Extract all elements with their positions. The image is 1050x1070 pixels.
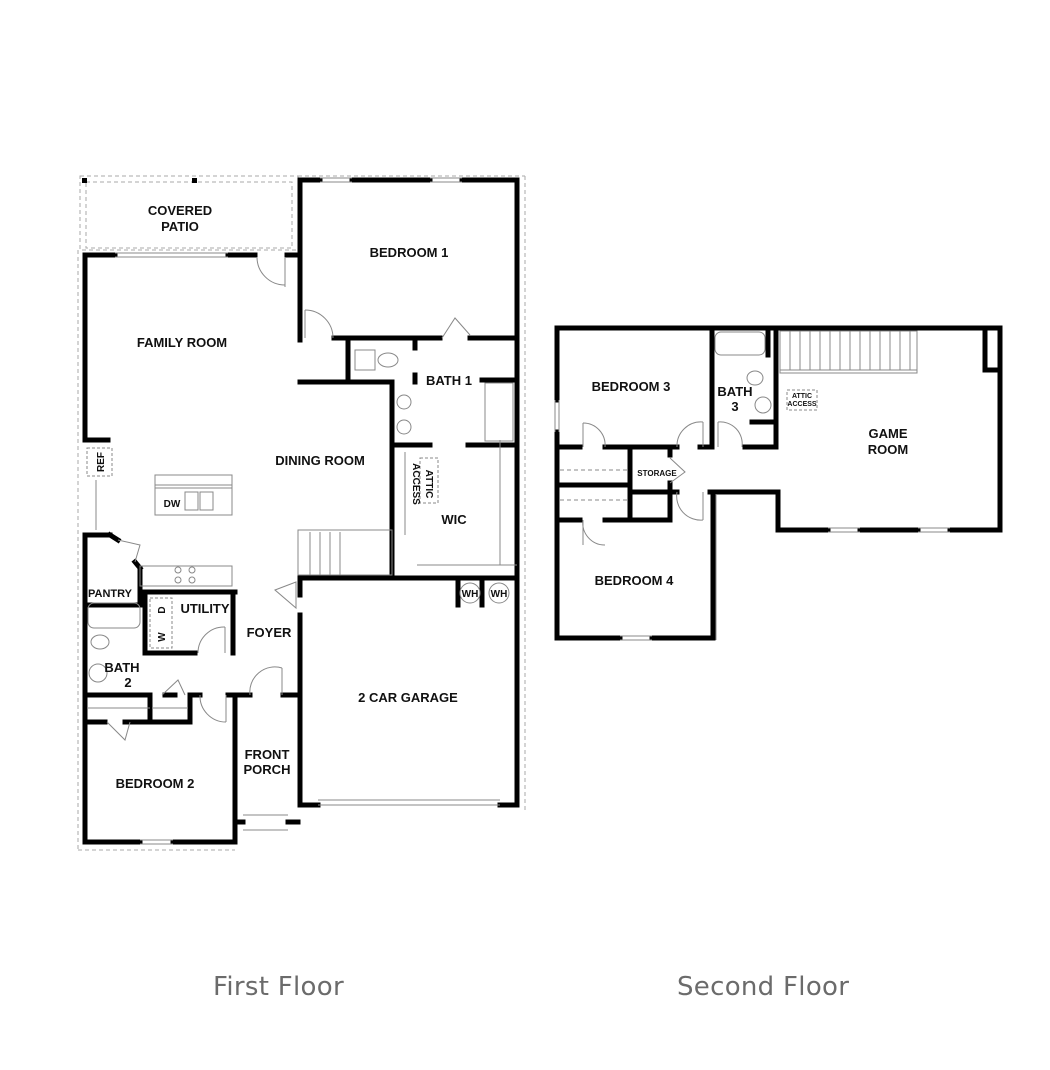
- room-label-foyer: FOYER: [247, 625, 292, 640]
- room-label-pantry: PANTRY: [88, 588, 133, 600]
- room-label-bedroom-2: BEDROOM 2: [116, 776, 195, 791]
- svg-text:2: 2: [124, 675, 131, 690]
- room-label-bath-1: BATH 1: [426, 373, 472, 388]
- svg-text:ACCESS: ACCESS: [787, 401, 817, 408]
- svg-text:PATIO: PATIO: [161, 219, 199, 234]
- room-label-storage: STORAGE: [637, 469, 677, 478]
- caption-first-floor: First Floor: [213, 972, 344, 1002]
- label-attic-access-2f: ATTIC: [792, 393, 812, 400]
- svg-text:ROOM: ROOM: [868, 442, 908, 457]
- label-attic-access: ATTIC: [423, 470, 434, 499]
- room-label-bath-3: BATH: [717, 384, 752, 399]
- room-label-family-room: FAMILY ROOM: [137, 335, 227, 350]
- room-label-dining-room: DINING ROOM: [275, 453, 365, 468]
- room-label-utility: UTILITY: [180, 601, 229, 616]
- room-label-bedroom-4: BEDROOM 4: [595, 573, 675, 588]
- caption-second-floor: Second Floor: [677, 972, 850, 1002]
- room-label-bedroom-1: BEDROOM 1: [370, 245, 449, 260]
- room-label-game-room: GAME: [869, 426, 908, 441]
- label-water-heater-1: WH: [462, 589, 479, 600]
- label-dw: DW: [164, 499, 181, 510]
- second-floor-plan: BEDROOM 3 BATH 3 ATTIC ACCESS GAME ROOM …: [554, 325, 1003, 641]
- label-ref: REF: [96, 452, 107, 472]
- room-label-bath-2: BATH: [104, 660, 139, 675]
- svg-text:PORCH: PORCH: [244, 762, 291, 777]
- label-water-heater-2: WH: [491, 589, 508, 600]
- svg-text:3: 3: [731, 399, 738, 414]
- room-label-front-porch: FRONT: [245, 747, 290, 762]
- room-label-garage: 2 CAR GARAGE: [358, 690, 458, 705]
- room-label-covered-patio: COVERED: [148, 203, 212, 218]
- room-label-bedroom-3: BEDROOM 3: [592, 379, 671, 394]
- svg-text:D: D: [157, 606, 168, 613]
- svg-text:W: W: [157, 632, 168, 642]
- first-floor-plan: COVERED PATIO BEDROOM 1 FAMILY ROOM BATH…: [77, 175, 526, 851]
- svg-text:ACCESS: ACCESS: [410, 463, 421, 505]
- room-label-wic: WIC: [441, 512, 467, 527]
